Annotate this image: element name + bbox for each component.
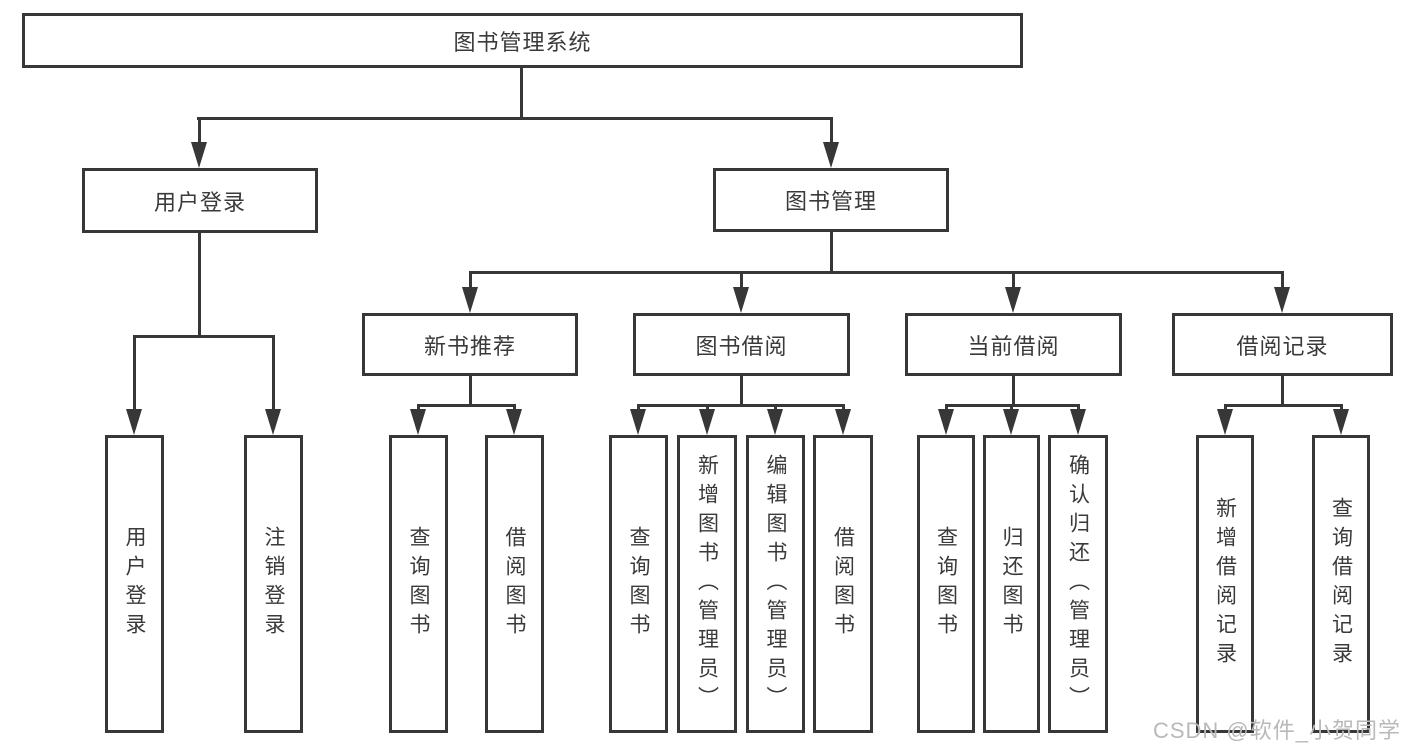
connector-arrow xyxy=(1274,287,1290,313)
connector-line xyxy=(1012,373,1015,407)
leaf-logout-label: 注销登录 xyxy=(262,526,285,642)
connector-arrow xyxy=(410,409,426,435)
connector-arrow xyxy=(823,142,839,168)
connector-line xyxy=(740,373,743,407)
node-new-book-recommendation: 新书推荐 xyxy=(362,313,578,376)
watermark-text: CSDN @软件_小贺同学 xyxy=(1152,718,1401,743)
connector-arrow xyxy=(1333,409,1349,435)
leaf-return-book: 归还图书 xyxy=(983,435,1040,733)
node-library-management-system: 图书管理系统 xyxy=(22,13,1023,68)
leaf-logout: 注销登录 xyxy=(244,435,303,733)
leaf-add-borrow-record-label: 新增借阅记录 xyxy=(1213,497,1237,671)
connector-line xyxy=(417,404,516,407)
connector-arrow xyxy=(462,287,478,313)
connector-line xyxy=(133,335,275,338)
leaf-user-login: 用户登录 xyxy=(105,435,164,733)
connector-arrow xyxy=(630,409,646,435)
leaf-add-book-admin: 新增图书（管理员） xyxy=(677,435,737,733)
connector-arrow xyxy=(1217,409,1233,435)
leaf-edit-book-admin: 编辑图书（管理员） xyxy=(746,435,805,733)
leaf-return-book-label: 归还图书 xyxy=(1000,526,1023,642)
connector-line xyxy=(469,271,472,301)
leaf-query-books-current: 查询图书 xyxy=(917,435,975,733)
leaf-borrow-books-borrow-label: 借阅图书 xyxy=(831,526,855,642)
connector-line xyxy=(1012,271,1015,301)
connector-line xyxy=(198,231,201,337)
leaf-add-book-admin-label: 新增图书（管理员） xyxy=(695,453,719,715)
leaf-confirm-return-admin: 确认归还（管理员） xyxy=(1048,435,1108,733)
leaf-query-books-borrow: 查询图书 xyxy=(609,435,668,733)
connector-line xyxy=(469,373,472,407)
connector-line xyxy=(197,117,833,120)
connector-arrow xyxy=(1005,287,1021,313)
leaf-edit-book-admin-label: 编辑图书（管理员） xyxy=(764,453,787,715)
connector-arrow xyxy=(699,409,715,435)
leaf-user-login-label: 用户登录 xyxy=(123,526,146,642)
leaf-query-borrow-record: 查询借阅记录 xyxy=(1312,435,1370,733)
connector-arrow xyxy=(265,409,281,435)
connector-arrow xyxy=(191,142,207,168)
connector-arrow xyxy=(506,409,522,435)
connector-line xyxy=(830,117,833,148)
leaf-query-books-current-label: 查询图书 xyxy=(934,526,958,642)
leaf-borrow-books-recommend: 借阅图书 xyxy=(485,435,544,733)
connector-arrow xyxy=(733,287,749,313)
leaf-add-borrow-record: 新增借阅记录 xyxy=(1196,435,1254,733)
connector-arrow xyxy=(835,409,851,435)
connector-line xyxy=(740,271,743,301)
connector-line xyxy=(1281,271,1284,301)
connector-line xyxy=(1281,373,1284,407)
connector-arrow xyxy=(767,409,783,435)
connector-arrow xyxy=(1003,409,1019,435)
node-book-borrowing: 图书借阅 xyxy=(633,313,850,376)
connector-arrow xyxy=(126,409,142,435)
node-user-login: 用户登录 xyxy=(82,168,318,233)
leaf-borrow-books-borrow: 借阅图书 xyxy=(813,435,873,733)
connector-line xyxy=(198,117,201,148)
leaf-query-books-recommend-label: 查询图书 xyxy=(407,526,430,642)
node-borrowing-records: 借阅记录 xyxy=(1172,313,1393,376)
leaf-query-borrow-record-label: 查询借阅记录 xyxy=(1329,497,1353,671)
connector-line xyxy=(1224,404,1343,407)
node-book-management: 图书管理 xyxy=(713,168,949,232)
leaf-query-books-recommend: 查询图书 xyxy=(389,435,448,733)
connector-arrow xyxy=(938,409,954,435)
connector-line xyxy=(133,335,136,419)
connector-arrow xyxy=(1070,409,1086,435)
connector-line xyxy=(469,271,1283,274)
connector-line xyxy=(637,404,845,407)
node-current-borrowing: 当前借阅 xyxy=(905,313,1122,376)
leaf-query-books-borrow-label: 查询图书 xyxy=(627,526,650,642)
leaf-borrow-books-recommend-label: 借阅图书 xyxy=(503,526,526,642)
connector-line xyxy=(830,230,833,273)
connector-line xyxy=(520,67,523,118)
leaf-confirm-return-admin-label: 确认归还（管理员） xyxy=(1066,453,1090,715)
connector-line xyxy=(272,335,275,419)
